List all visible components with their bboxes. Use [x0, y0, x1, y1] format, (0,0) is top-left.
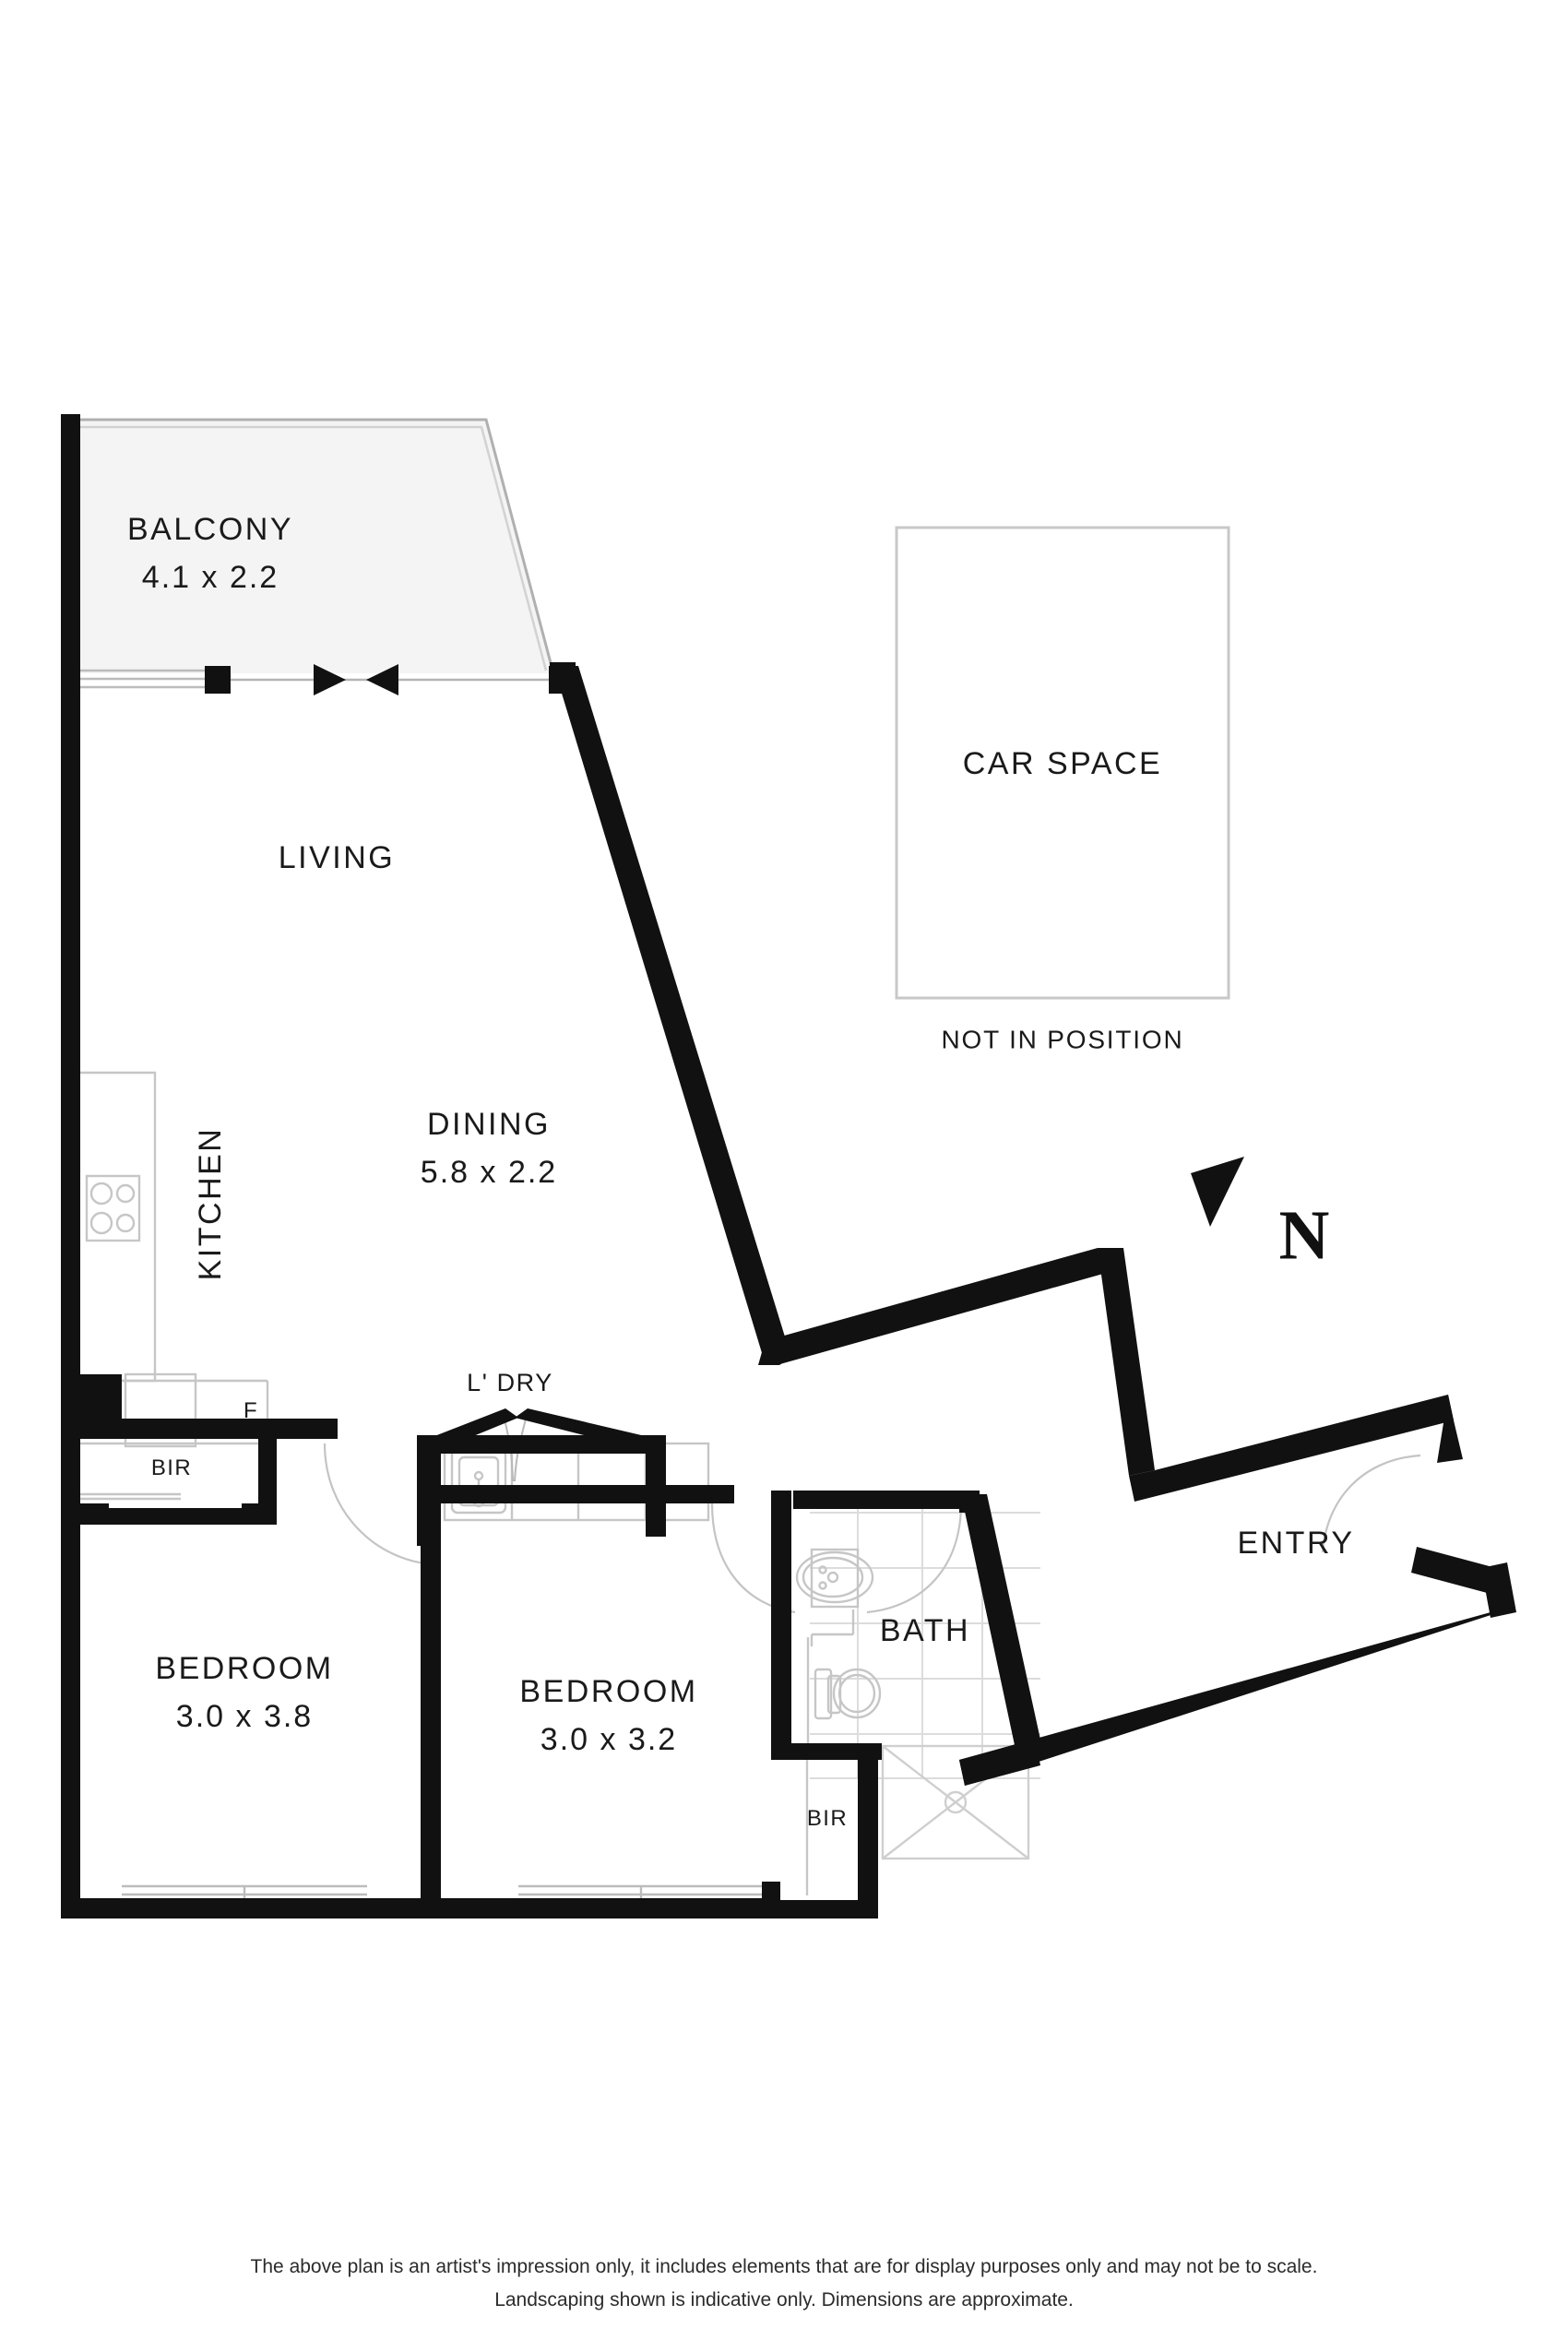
room-name-balcony: BALCONY: [127, 512, 293, 547]
room-label-bedroom-1: BEDROOM 3.0 x 3.8: [155, 1649, 333, 1736]
bir-bath-label: BIR: [807, 1805, 848, 1833]
room-name-bath: BATH: [879, 1612, 971, 1648]
car-space-label-text: CAR SPACE: [962, 745, 1163, 781]
fridge-bay: [124, 1372, 197, 1448]
room-name-bedroom-1: BEDROOM: [155, 1651, 334, 1686]
laundry-linework: [443, 1442, 710, 1522]
car-space-box: [895, 526, 1230, 1000]
balcony-area: [61, 418, 555, 674]
car-space-label: CAR SPACE: [963, 744, 1162, 784]
fridge-label: F: [244, 1397, 258, 1425]
fridge-label-text: F: [243, 1398, 259, 1423]
compass-north-label: N: [1279, 1196, 1330, 1277]
room-label-bedroom-2: BEDROOM 3.0 x 3.2: [519, 1672, 697, 1759]
car-space-note-text: NOT IN POSITION: [941, 1025, 1184, 1054]
shower-tray-icon: [881, 1744, 1030, 1860]
room-label-living: LIVING: [279, 838, 395, 878]
bir-left-label-text: BIR: [150, 1455, 193, 1480]
room-label-dining: DINING 5.8 x 2.2: [421, 1105, 557, 1192]
compass-north-letter: N: [1278, 1196, 1330, 1275]
room-label-bath: BATH: [880, 1611, 970, 1651]
room-name-dining: DINING: [426, 1107, 551, 1142]
disclaimer-line-1: The above plan is an artist's impression…: [250, 2256, 1318, 2277]
room-dim-balcony: 4.1 x 2.2: [141, 559, 279, 595]
compass-arrow-icon: [1191, 1157, 1244, 1227]
room-dim-dining: 5.8 x 2.2: [420, 1154, 558, 1190]
toilet-icon: [814, 1668, 882, 1720]
room-name-entry: ENTRY: [1237, 1525, 1355, 1561]
cooktop-icon: [85, 1174, 141, 1242]
bir-bath-label-text: BIR: [806, 1806, 849, 1831]
bir-left-linework: [61, 1492, 181, 1501]
room-name-kitchen: KITCHEN: [192, 1126, 228, 1281]
room-label-balcony: BALCONY 4.1 x 2.2: [127, 510, 293, 597]
room-label-kitchen: KITCHEN: [191, 1127, 231, 1281]
walls: [61, 414, 1516, 1918]
disclaimer-footer: The above plan is an artist's impression…: [0, 2251, 1568, 2316]
room-dim-bedroom-2: 3.0 x 3.2: [540, 1721, 678, 1757]
room-name-living: LIVING: [278, 839, 396, 875]
room-name-laundry: L' DRY: [467, 1369, 553, 1397]
room-dim-bedroom-1: 3.0 x 3.8: [175, 1698, 314, 1734]
window-balcony-left: [77, 669, 205, 689]
basin-icon: [795, 1548, 874, 1609]
room-label-entry: ENTRY: [1237, 1524, 1354, 1563]
disclaimer-line-2: Landscaping shown is indicative only. Di…: [494, 2288, 1074, 2310]
room-name-bedroom-2: BEDROOM: [519, 1674, 698, 1709]
room-label-laundry: L' DRY: [467, 1368, 553, 1399]
car-space-note: NOT IN POSITION: [942, 1024, 1184, 1056]
bir-left-label: BIR: [151, 1455, 192, 1482]
